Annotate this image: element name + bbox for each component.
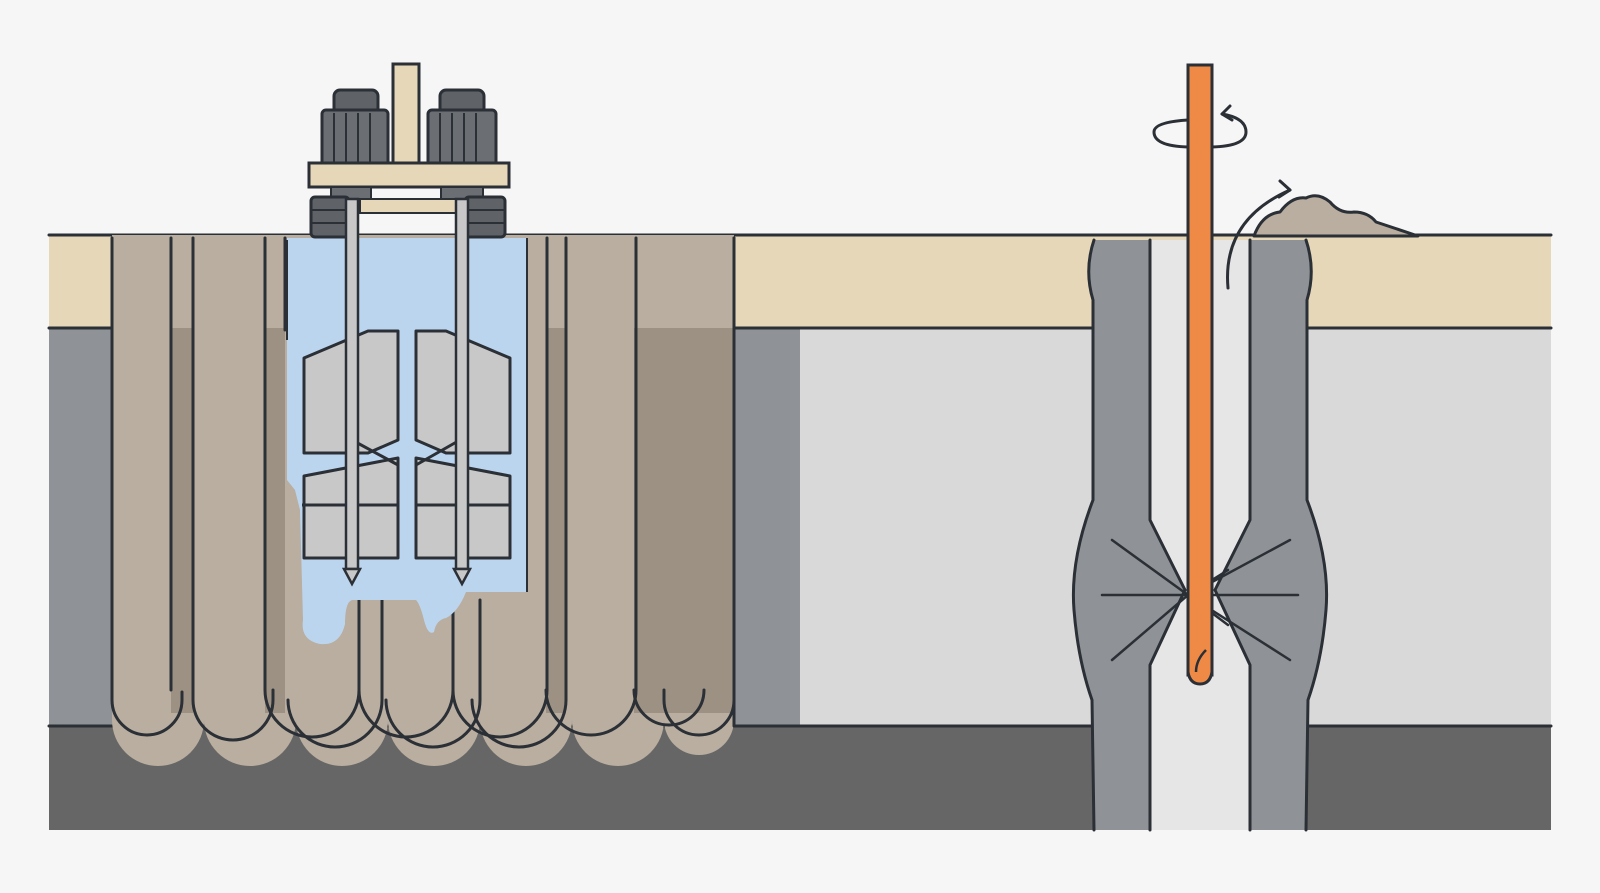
mast bbox=[391, 62, 421, 168]
hydraulic-motor-left bbox=[320, 88, 390, 168]
soil-mix-column bbox=[263, 236, 361, 739]
soil-mix-column bbox=[470, 236, 568, 749]
spoil-return-arrow-icon bbox=[1226, 179, 1292, 290]
bore-outline-left bbox=[1148, 238, 1187, 832]
soil-mix-column bbox=[110, 236, 184, 737]
rig-crossbeam bbox=[307, 161, 511, 189]
crawler-pad-left bbox=[309, 195, 351, 239]
crawler-pad-right bbox=[463, 195, 507, 239]
soil-mix-column bbox=[544, 236, 638, 737]
soil-mix-column bbox=[662, 236, 736, 737]
overlap-zone bbox=[546, 328, 566, 713]
cutter-shaft-tip-right bbox=[451, 567, 473, 587]
guide-frame bbox=[359, 198, 457, 214]
bore-outline-right bbox=[1213, 238, 1252, 832]
cutter-shaft-left bbox=[344, 197, 360, 571]
cutter-shafts bbox=[341, 197, 473, 587]
grout-column-outline-left bbox=[1071, 238, 1096, 832]
jet-grout-column bbox=[1071, 63, 1420, 832]
cutter-soil-mixer bbox=[302, 62, 512, 587]
soil-mix-column bbox=[384, 598, 482, 749]
overlap-zone bbox=[171, 328, 193, 713]
jet-nozzle bbox=[1194, 649, 1207, 673]
cutter-blade-notch bbox=[351, 438, 461, 467]
soil-mix-column bbox=[286, 598, 384, 749]
grout-column-outline-right bbox=[1304, 238, 1329, 832]
hydraulic-motor-right bbox=[426, 88, 498, 168]
spoil-heap bbox=[1252, 194, 1420, 238]
soil-mix-column bbox=[357, 598, 455, 739]
overlap-zone bbox=[265, 328, 285, 713]
soil-mix-column bbox=[451, 236, 549, 739]
overlap-zone bbox=[634, 328, 734, 713]
cutter-shaft-tip-left bbox=[341, 567, 363, 587]
jet-drill-rod bbox=[1186, 63, 1214, 677]
rotation-arrow-icon bbox=[1152, 104, 1248, 149]
soil-mix-column bbox=[632, 688, 706, 727]
jet-drill-rod-tip bbox=[1186, 671, 1214, 686]
cutter-shaft-right bbox=[454, 197, 470, 571]
